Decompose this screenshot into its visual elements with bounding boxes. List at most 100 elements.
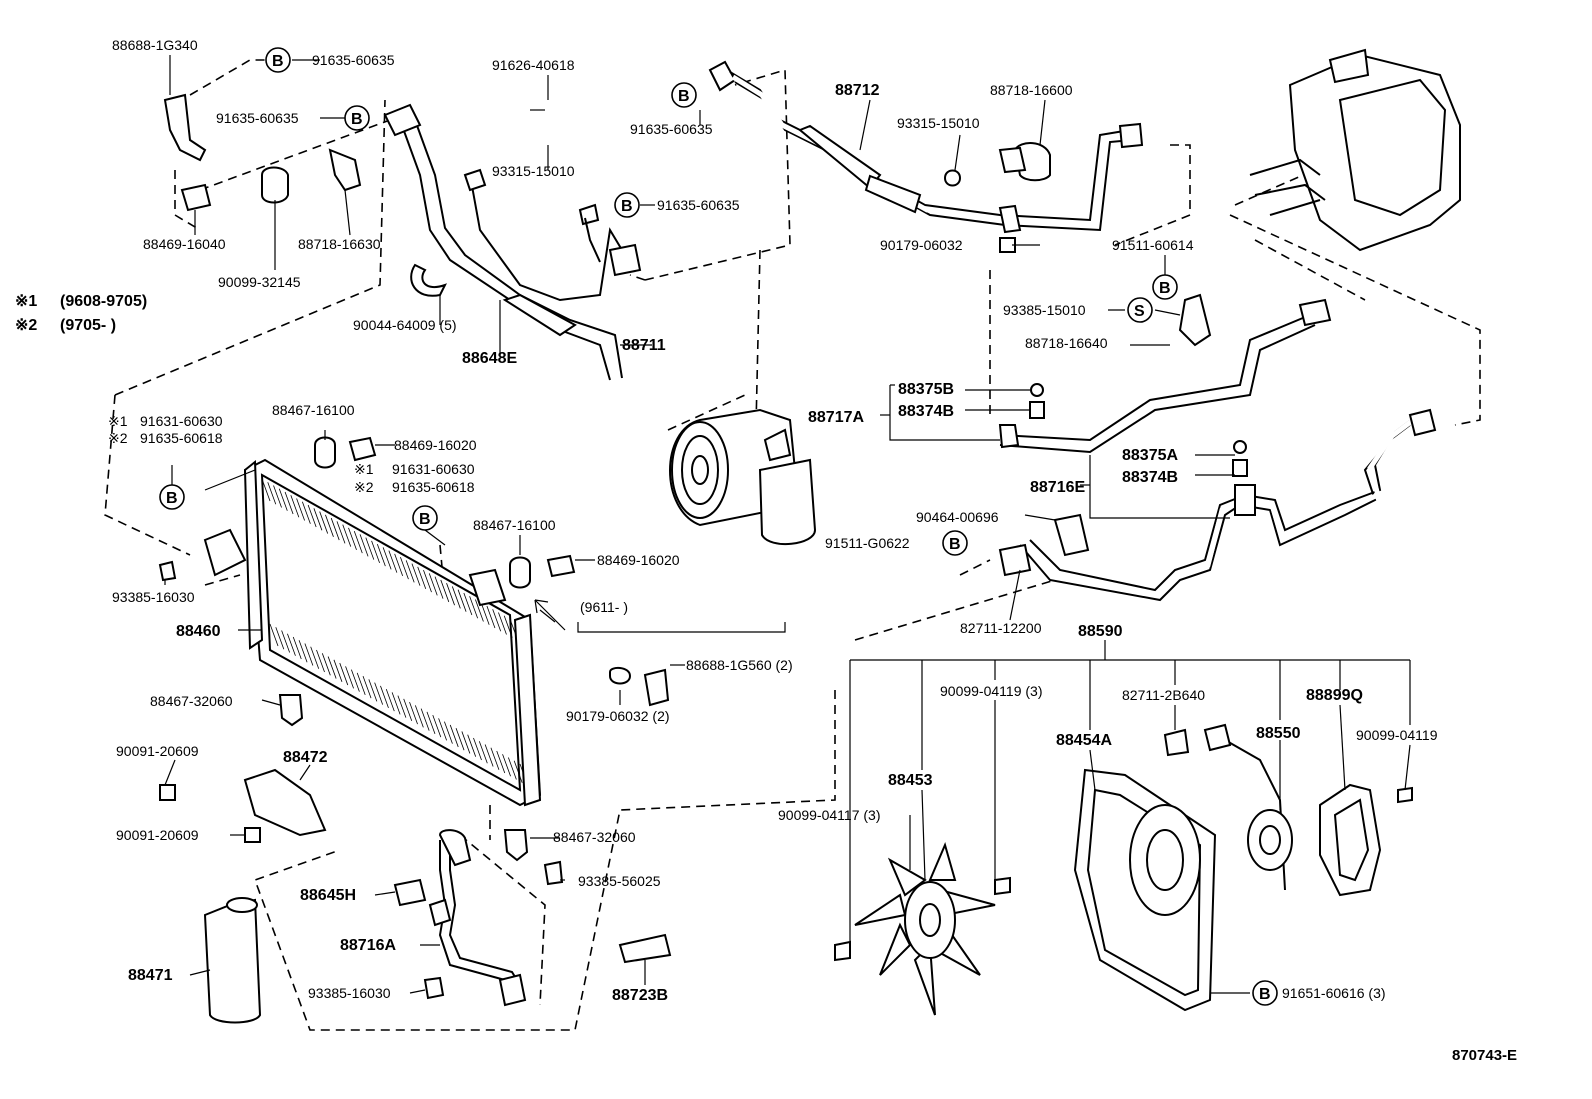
svg-text:B: B bbox=[272, 53, 284, 70]
part-number-label: 88723B bbox=[612, 987, 668, 1004]
part-number-label: 90099-32145 bbox=[218, 274, 301, 290]
b-circle-mark: B bbox=[344, 105, 370, 131]
part-number-label: 91631-60630 bbox=[140, 413, 223, 429]
part-number-label: 88374B bbox=[1122, 469, 1178, 486]
part-number-label: 91651-60616 (3) bbox=[1282, 985, 1386, 1001]
b-circle-mark: B bbox=[671, 82, 697, 108]
part-number-label: 91511-G0622 bbox=[825, 535, 910, 551]
evaporator-unit bbox=[1249, 48, 1461, 252]
part-number-label: 91511-60614 bbox=[1112, 237, 1194, 253]
note-mark: ※1 bbox=[354, 461, 374, 477]
part-number-label: 91635-60635 bbox=[312, 52, 395, 68]
b-circle-mark: B bbox=[159, 484, 185, 510]
part-number-label: 90179-06032 (2) bbox=[566, 708, 670, 724]
part-number-label: 91631-60630 bbox=[392, 461, 475, 477]
part-number-label: 88716A bbox=[340, 937, 396, 954]
compressor bbox=[669, 408, 817, 546]
part-number-label: 91635-60618 bbox=[140, 430, 223, 446]
part-number-label: 91635-60635 bbox=[216, 110, 299, 126]
svg-text:B: B bbox=[949, 536, 961, 553]
part-number-label: 88550 bbox=[1256, 725, 1301, 742]
bracket-88899Q bbox=[1319, 783, 1382, 897]
part-number-label: 88374B bbox=[898, 403, 954, 420]
part-number-label: 90091-20609 bbox=[116, 827, 199, 843]
svg-text:B: B bbox=[678, 88, 690, 105]
fan-motor-88550 bbox=[1203, 723, 1293, 891]
receiver-88471 bbox=[203, 897, 262, 1024]
s-circle-mark: S bbox=[1127, 297, 1153, 323]
part-number-label: 88469-16020 bbox=[394, 437, 477, 453]
part-number-label: 90099-04119 (3) bbox=[940, 683, 1042, 699]
part-number-label: 90044-64009 (5) bbox=[353, 317, 457, 333]
direction-arrow bbox=[534, 599, 566, 631]
svg-text:B: B bbox=[621, 198, 633, 215]
part-number-label: 91635-60618 bbox=[392, 479, 475, 495]
clip-88688-1G560 bbox=[609, 666, 670, 707]
note-text: (9705- ) bbox=[60, 317, 116, 334]
hose-88648E bbox=[383, 103, 642, 381]
part-number-label: 93385-16030 bbox=[112, 589, 195, 605]
part-number-label: 88469-16020 bbox=[597, 552, 680, 568]
note-mark: ※2 bbox=[354, 479, 374, 495]
b-circle-mark: B bbox=[1152, 274, 1178, 300]
svg-text:S: S bbox=[1134, 303, 1145, 320]
part-number-label: 88899Q bbox=[1306, 687, 1363, 704]
part-number-label: 88645H bbox=[300, 887, 356, 904]
part-number-label: 88467-16100 bbox=[473, 517, 556, 533]
circle-marks: B B B B B S B B B B bbox=[159, 47, 1278, 1006]
part-number-label: 90179-06032 bbox=[880, 237, 963, 253]
part-number-label: 88375A bbox=[1122, 447, 1178, 464]
dashed-group-lines bbox=[104, 59, 1481, 1031]
part-number-label: 88688-1G340 bbox=[112, 37, 198, 53]
part-number-label: 88711 bbox=[622, 337, 666, 354]
part-number-label: 82711-2B640 bbox=[1122, 687, 1205, 703]
note-text: (9608-9705) bbox=[60, 293, 147, 310]
fan-fasteners bbox=[834, 728, 1413, 962]
part-number-label: 88467-32060 bbox=[150, 693, 233, 709]
part-number-label: 88718-16630 bbox=[298, 236, 381, 252]
range-note: (9611- ) bbox=[580, 599, 628, 615]
drawing-code: 870743-E bbox=[1452, 1047, 1517, 1064]
part-number-label: 88712 bbox=[835, 82, 880, 99]
part-number-label: 88469-16040 bbox=[143, 236, 226, 252]
part-number-label: 88375B bbox=[898, 381, 954, 398]
part-number-label: 88716E bbox=[1030, 479, 1085, 496]
fan-shroud-88454A bbox=[1073, 768, 1217, 1012]
condenser-88460 bbox=[203, 458, 542, 807]
svg-text:B: B bbox=[166, 490, 178, 507]
part-number-label: 93385-15010 bbox=[1003, 302, 1086, 318]
part-number-label: 88454A bbox=[1056, 732, 1112, 749]
part-number-label: 90099-04117 (3) bbox=[778, 807, 880, 823]
svg-text:B: B bbox=[1259, 986, 1271, 1003]
b-circle-mark: B bbox=[1252, 980, 1278, 1006]
pipe-88717A bbox=[998, 298, 1332, 454]
leader-lines bbox=[164, 55, 1411, 994]
note-mark: ※2 bbox=[108, 430, 128, 446]
part-number-label: 88688-1G560 (2) bbox=[686, 657, 793, 673]
b-circle-mark: B bbox=[614, 192, 640, 218]
svg-text:B: B bbox=[1159, 280, 1171, 297]
note-mark: ※1 bbox=[108, 413, 128, 429]
part-number-label: 93385-16030 bbox=[308, 985, 391, 1001]
part-number-label: 90091-20609 bbox=[116, 743, 199, 759]
note-mark: ※1 bbox=[15, 293, 37, 310]
svg-text:B: B bbox=[351, 111, 363, 128]
part-number-label: 93385-56025 bbox=[578, 873, 661, 889]
svg-text:B: B bbox=[419, 511, 431, 528]
bracket-88688-1G340 bbox=[163, 93, 362, 212]
part-number-label: 88648E bbox=[462, 350, 517, 367]
part-number-label: 88460 bbox=[176, 623, 221, 640]
b-circle-mark: B bbox=[412, 505, 438, 531]
note-mark: ※2 bbox=[15, 317, 37, 334]
part-number-label: 88467-16100 bbox=[272, 402, 355, 418]
part-number-label: 88472 bbox=[283, 749, 328, 766]
part-number-label: 93315-15010 bbox=[492, 163, 575, 179]
part-number-label: 88471 bbox=[128, 967, 173, 984]
fittings-right bbox=[1029, 293, 1248, 477]
fan-blade-88453 bbox=[854, 842, 996, 1016]
b-circle-mark: B bbox=[942, 530, 968, 556]
part-number-label: 88718-16600 bbox=[990, 82, 1073, 98]
condenser-mounts bbox=[158, 436, 576, 886]
part-number-label: 82711-12200 bbox=[960, 620, 1042, 636]
